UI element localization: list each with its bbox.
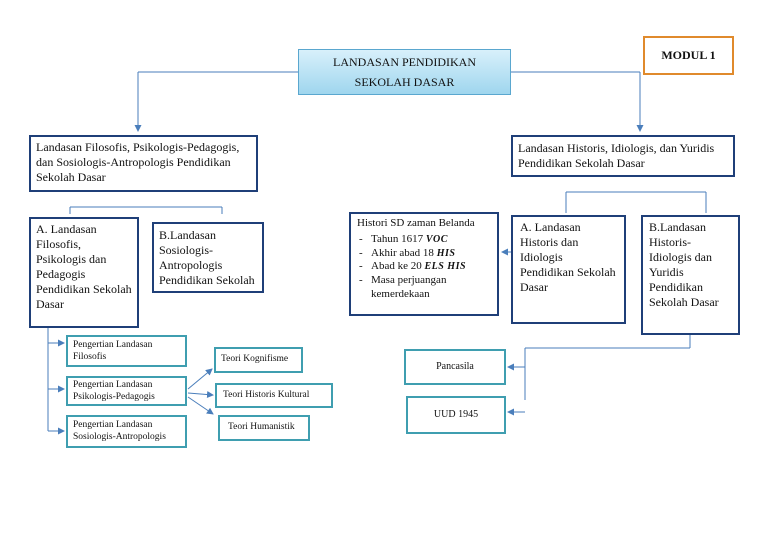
histori-item: Tahun 1617 VOC bbox=[357, 233, 491, 247]
histori-title: Histori SD zaman Belanda bbox=[357, 217, 475, 229]
pengertian-sosiologis-box: Pengertian Landasan Sosiologis-Antropolo… bbox=[66, 415, 187, 448]
main-title-line2: SEKOLAH DASAR bbox=[354, 75, 455, 89]
histori-item: Abad ke 20 ELS HIS bbox=[357, 260, 491, 274]
histori-list: Tahun 1617 VOC Akhir abad 18 HIS Abad ke… bbox=[357, 233, 491, 302]
uud-1945-box: UUD 1945 bbox=[406, 396, 506, 434]
histori-item: Akhir abad 18 HIS bbox=[357, 247, 491, 261]
teori-historis-kultural-box: Teori Historis Kultural bbox=[215, 383, 333, 408]
right-b-box: B.Landasan Historis-Idiologis dan Yuridi… bbox=[641, 215, 740, 335]
histori-item: Masa perjuangan kemerdekaan bbox=[357, 274, 491, 302]
main-title: LANDASAN PENDIDIKAN SEKOLAH DASAR bbox=[298, 49, 511, 95]
pancasila-box: Pancasila bbox=[404, 349, 506, 385]
left-a-box: A. Landasan Filosofis, Psikologis dan Pe… bbox=[29, 217, 139, 328]
teori-humanistik-box: Teori Humanistik bbox=[218, 415, 310, 441]
histori-box: Histori SD zaman Belanda Tahun 1617 VOC … bbox=[349, 212, 499, 316]
right-root-box: Landasan Historis, Idiologis, dan Yuridi… bbox=[511, 135, 735, 177]
pengertian-psikologis-box: Pengertian Landasan Psikologis-Pedagogis bbox=[66, 376, 187, 406]
right-a-box: A. Landasan Historis dan Idiologis Pendi… bbox=[511, 215, 626, 324]
main-title-line1: LANDASAN PENDIDIKAN bbox=[333, 55, 476, 69]
left-root-box: Landasan Filosofis, Psikologis-Pedagogis… bbox=[29, 135, 258, 192]
pengertian-filosofis-box: Pengertian Landasan Filosofis bbox=[66, 335, 187, 367]
left-b-box: B.Landasan Sosiologis-Antropologis Pendi… bbox=[152, 222, 264, 293]
module-label: MODUL 1 bbox=[643, 36, 734, 75]
teori-kognifisme-box: Teori Kognifisme bbox=[214, 347, 303, 373]
